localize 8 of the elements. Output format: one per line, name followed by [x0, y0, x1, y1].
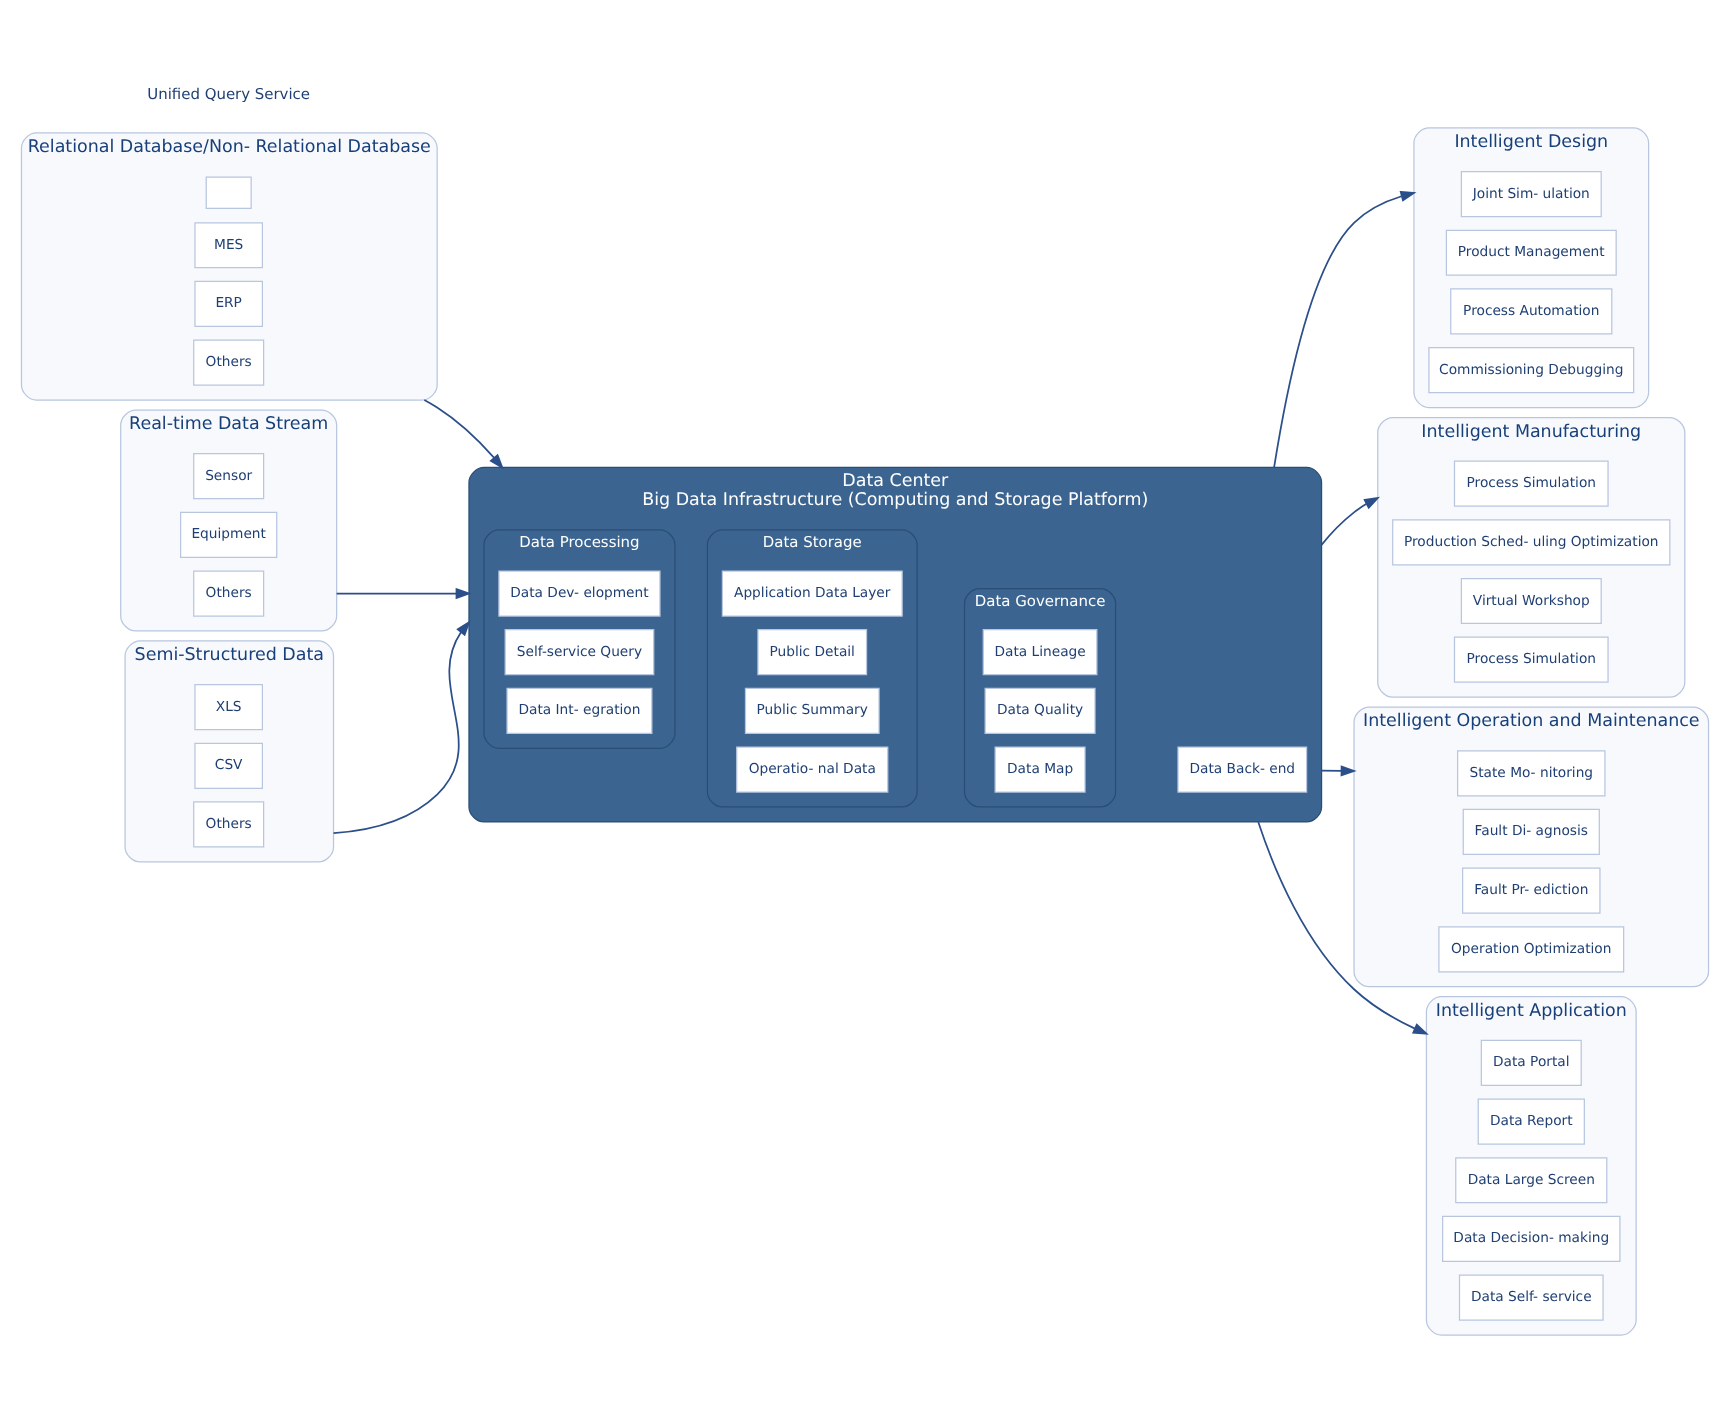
arrow	[1273, 190, 1417, 468]
arrow	[423, 398, 504, 469]
arrow	[1320, 764, 1357, 776]
arrow	[332, 619, 471, 833]
node-box	[205, 175, 252, 209]
arrow	[1320, 495, 1381, 545]
arrow	[1257, 820, 1429, 1034]
arrow	[335, 586, 472, 599]
